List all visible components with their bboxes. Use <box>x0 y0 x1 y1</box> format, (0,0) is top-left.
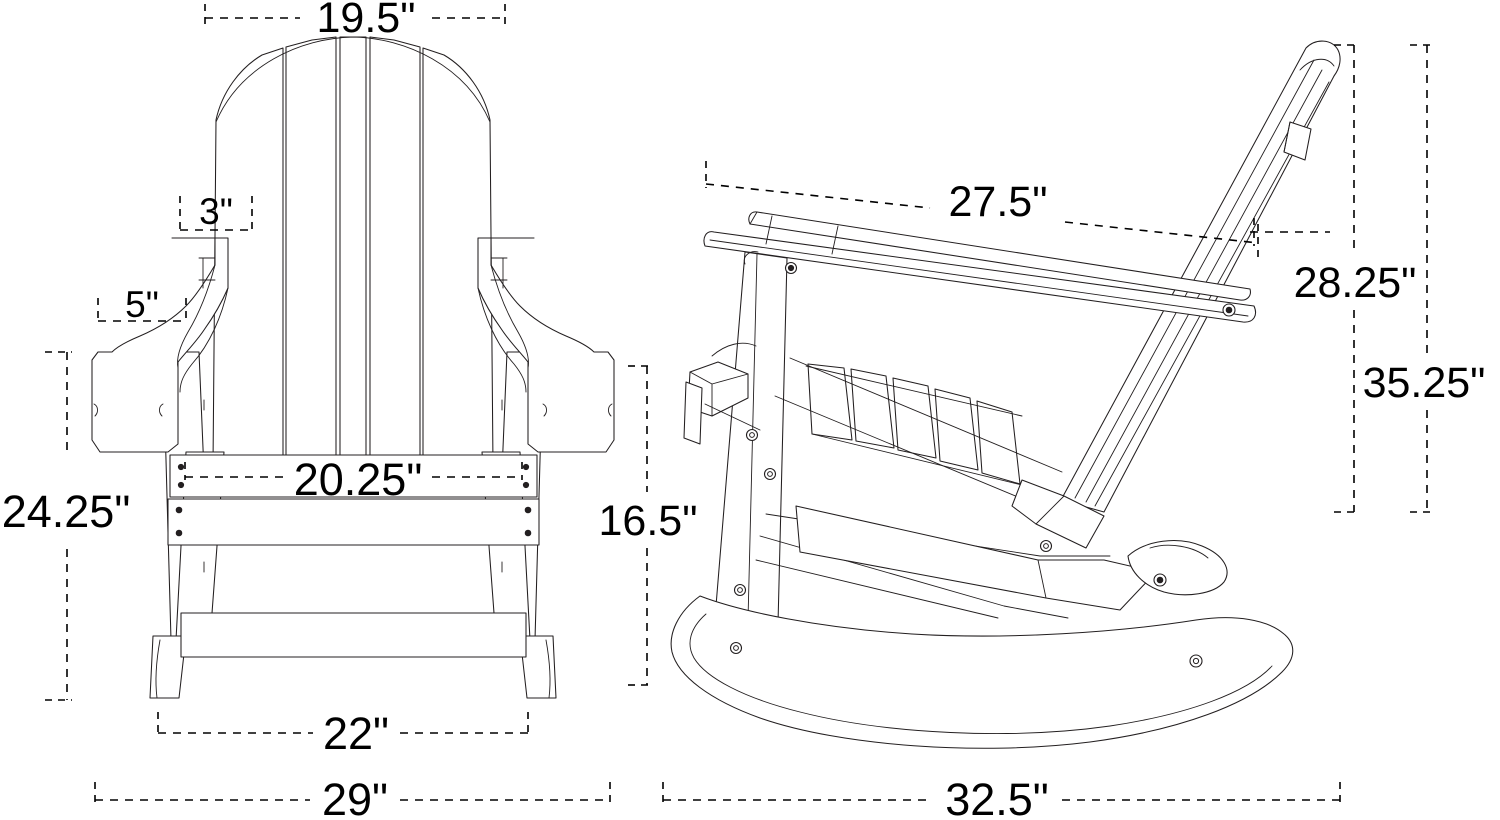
side-back-top-cap <box>1299 58 1335 71</box>
dim-label-19-5: 19.5" <box>317 0 416 42</box>
front-left-rocker-foot <box>149 635 187 699</box>
dim-22-group <box>157 712 529 736</box>
side-seat-slat-3 <box>892 377 937 459</box>
dim-label-32-5: 32.5" <box>945 774 1049 820</box>
front-back-slat-center <box>339 36 367 467</box>
side-seat-slat-rail <box>805 365 1023 417</box>
front-seat-board-top <box>169 454 538 498</box>
front-left-arm-tab <box>198 257 216 289</box>
dim-19-5-group <box>204 4 506 30</box>
side-back-slat-line-1 <box>1074 59 1315 499</box>
dim-29-group <box>94 782 611 803</box>
front-left-armrest <box>91 237 229 453</box>
front-left-arm-inner-curve <box>177 264 216 369</box>
dim-3-group <box>179 196 253 232</box>
dim-label-16-5: 16.5" <box>599 497 698 545</box>
side-seat-slat-2 <box>850 368 895 449</box>
side-arm-support-tab <box>683 381 703 445</box>
side-seat-rail-upper <box>789 357 1063 473</box>
side-front-leg-round-top <box>743 251 759 265</box>
side-seat-slats <box>807 363 1021 485</box>
front-back-slat-inner-right <box>369 36 421 467</box>
side-seat-back-bracket <box>711 342 757 357</box>
front-slat-joint-marks <box>282 119 424 289</box>
side-seat-slat-rail-lower <box>811 433 1027 487</box>
front-right-arm-tab <box>490 257 508 289</box>
dim-label-35-25: 35.25" <box>1363 359 1486 407</box>
dim-28-25-group <box>1250 44 1360 513</box>
dim-20-25-group <box>184 462 523 480</box>
side-armrest-lower-edge <box>709 239 1249 317</box>
dim-label-5: 5" <box>125 284 159 325</box>
side-rocker-inner-edge <box>689 613 1273 734</box>
dim-24-25-group <box>45 351 72 701</box>
side-seat-slat-4 <box>934 388 979 471</box>
side-rocker-runner <box>670 595 1294 749</box>
dim-label-24-25: 24.25" <box>2 486 131 537</box>
side-rocker-screws <box>729 641 1203 668</box>
front-back-top-arc <box>215 36 491 123</box>
front-back-slat-outer-right <box>422 47 494 467</box>
dim-label-27-5: 27.5" <box>949 178 1048 226</box>
dim-27-5-group <box>705 161 1259 258</box>
side-seat-slat-5 <box>976 400 1021 485</box>
side-back-slat-rear <box>1060 40 1341 513</box>
front-back-slat-outer-left <box>212 47 284 467</box>
front-right-rocker-foot <box>519 635 557 699</box>
front-right-arm-inner-curve <box>490 264 529 369</box>
dim-label-29: 29" <box>322 774 388 820</box>
dim-label-20-25: 20.25" <box>294 454 423 505</box>
side-armrest-upper-board <box>748 211 1251 301</box>
side-view-group <box>670 40 1341 749</box>
side-lower-frame-c <box>755 559 999 619</box>
side-frame-screws <box>1039 303 1236 587</box>
dim-16-5-group <box>628 365 654 686</box>
front-seat-screws <box>175 463 532 537</box>
front-back-slat-inner-left <box>285 36 337 467</box>
side-armrest-main-board <box>703 231 1257 323</box>
dim-label-3: 3" <box>199 191 233 232</box>
dim-32-5-group <box>662 782 1341 803</box>
side-armrest-seam-b <box>831 225 839 255</box>
front-seat-board-lower <box>167 498 540 546</box>
dim-5-group <box>97 298 187 324</box>
front-right-armrest <box>477 237 615 453</box>
dim-35-25-group <box>1410 44 1436 513</box>
dim-label-28-25: 28.25" <box>1294 259 1417 307</box>
front-view-group <box>91 36 615 699</box>
side-rear-support <box>795 505 1157 611</box>
front-bottom-stretcher <box>180 612 527 658</box>
dim-label-22: 22" <box>323 708 389 759</box>
side-armrest-seam-a <box>765 215 773 245</box>
